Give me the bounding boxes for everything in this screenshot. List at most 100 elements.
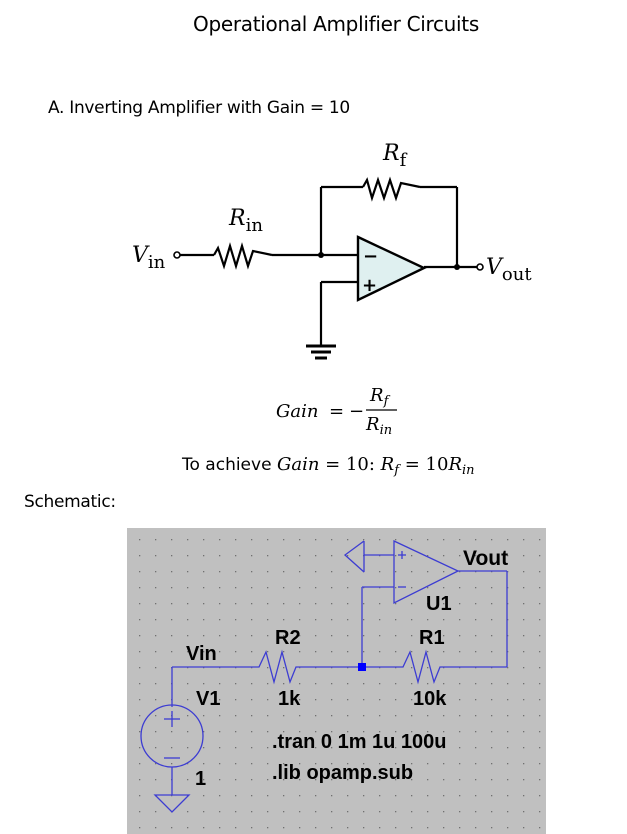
grid-dot — [539, 827, 541, 829]
grid-dot — [507, 827, 509, 829]
grid-dot — [427, 795, 429, 797]
grid-dot — [363, 667, 365, 669]
grid-dot — [507, 651, 509, 653]
grid-dot — [523, 651, 525, 653]
grid-dot — [395, 635, 397, 637]
grid-dot — [187, 715, 189, 717]
grid-dot — [507, 763, 509, 765]
grid-dot — [251, 731, 253, 733]
grid-dot — [251, 779, 253, 781]
grid-dot — [203, 603, 205, 605]
grid-dot — [299, 715, 301, 717]
grid-dot — [171, 683, 173, 685]
grid-dot — [411, 555, 413, 557]
grid-dot — [491, 539, 493, 541]
output-junction — [454, 264, 460, 270]
grid-dot — [315, 795, 317, 797]
grid-dot — [363, 571, 365, 573]
label-vin: Vin — [186, 643, 217, 665]
grid-dot — [203, 731, 205, 733]
grid-dot — [523, 731, 525, 733]
grid-dot — [155, 571, 157, 573]
grid-dot — [379, 619, 381, 621]
grid-dot — [235, 763, 237, 765]
grid-dot — [363, 587, 365, 589]
grid-dot — [251, 587, 253, 589]
grid-dot — [539, 795, 541, 797]
grid-dot — [283, 731, 285, 733]
grid-dot — [251, 699, 253, 701]
grid-dot — [347, 571, 349, 573]
grid-dot — [331, 715, 333, 717]
grid-dot — [171, 763, 173, 765]
grid-dot — [235, 779, 237, 781]
grid-dot — [459, 827, 461, 829]
grid-dot — [427, 603, 429, 605]
grid-dot — [459, 811, 461, 813]
grid-dot — [491, 651, 493, 653]
grid-dot — [155, 779, 157, 781]
grid-dot — [363, 699, 365, 701]
grid-dot — [139, 779, 141, 781]
grid-dot — [411, 603, 413, 605]
grid-dot — [139, 635, 141, 637]
grid-dot — [235, 795, 237, 797]
grid-dot — [315, 587, 317, 589]
formula-denominator: Rin — [365, 414, 392, 438]
grid-dot — [251, 619, 253, 621]
grid-dot — [539, 715, 541, 717]
grid-dot — [315, 635, 317, 637]
grid-dot — [459, 731, 461, 733]
grid-dot — [475, 571, 477, 573]
grid-dot — [139, 603, 141, 605]
grid-dot — [459, 539, 461, 541]
grid-dot — [523, 683, 525, 685]
grid-dot — [459, 747, 461, 749]
grid-dot — [443, 827, 445, 829]
grid-dot — [267, 811, 269, 813]
achieve-formula: To achieve Gain = 10: Rf = 10Rin — [181, 454, 475, 478]
grid-dot — [523, 603, 525, 605]
grid-dot — [187, 539, 189, 541]
grid-dot — [539, 587, 541, 589]
grid-dot — [347, 811, 349, 813]
grid-dot — [459, 571, 461, 573]
grid-dot — [539, 571, 541, 573]
grid-dot — [475, 699, 477, 701]
grid-dot — [155, 795, 157, 797]
label-r2-value: 1k — [278, 688, 301, 710]
grid-dot — [395, 779, 397, 781]
grid-dot — [539, 667, 541, 669]
grid-dot — [235, 635, 237, 637]
directive-tran: .tran 0 1m 1u 100u — [272, 731, 447, 753]
grid-dot — [283, 635, 285, 637]
grid-dot — [171, 635, 173, 637]
grid-dot — [139, 715, 141, 717]
grid-dot — [331, 571, 333, 573]
grid-dot — [347, 587, 349, 589]
grid-dot — [299, 683, 301, 685]
grid-dot — [187, 619, 189, 621]
grid-dot — [411, 571, 413, 573]
grid-dot — [187, 651, 189, 653]
grid-dot — [331, 587, 333, 589]
grid-dot — [443, 715, 445, 717]
grid-dot — [155, 619, 157, 621]
grid-dot — [315, 619, 317, 621]
grid-dot — [315, 555, 317, 557]
grid-dot — [347, 747, 349, 749]
grid-dot — [171, 619, 173, 621]
grid-dot — [283, 603, 285, 605]
grid-dot — [203, 683, 205, 685]
grid-dot — [251, 555, 253, 557]
grid-dot — [299, 603, 301, 605]
grid-dot — [443, 779, 445, 781]
grid-dot — [475, 747, 477, 749]
grid-dot — [507, 699, 509, 701]
grid-dot — [235, 587, 237, 589]
grid-dot — [395, 795, 397, 797]
grid-dot — [315, 699, 317, 701]
grid-dot — [395, 811, 397, 813]
grid-dot — [475, 811, 477, 813]
grid-dot — [299, 795, 301, 797]
